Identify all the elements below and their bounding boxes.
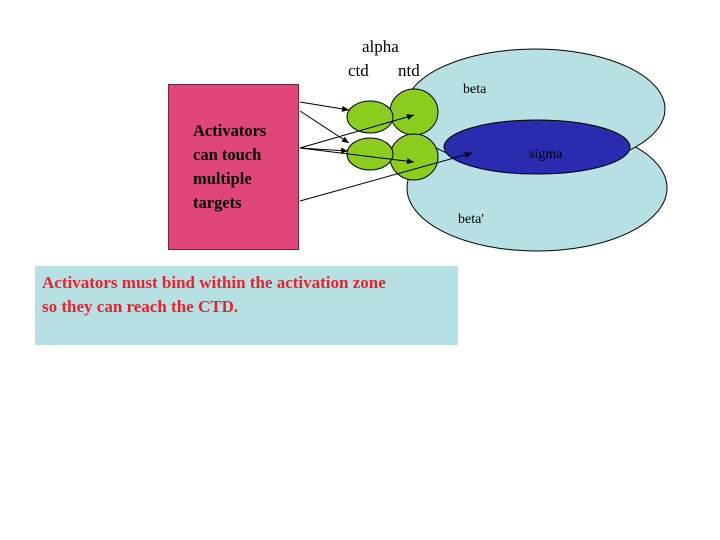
activator-caption: Activators can touch multiple targets	[193, 119, 297, 215]
ctd-label: ctd	[348, 61, 369, 80]
note-line: so they can reach the CTD.	[42, 297, 239, 316]
activator-arrows	[299, 101, 473, 202]
sigma-factor	[443, 119, 631, 175]
sigma-label: sigma	[529, 147, 563, 162]
beta-prime-label: beta'	[458, 212, 484, 227]
activator-caption-line: targets	[193, 193, 242, 212]
alpha-ntd-lower	[389, 133, 439, 181]
beta-label: beta	[463, 82, 487, 97]
note-line: Activators must bind within the activati…	[42, 273, 386, 292]
alpha-ctd-upper	[346, 100, 394, 134]
note-box: Activators must bind within the activati…	[35, 266, 458, 345]
ntd-label: ntd	[398, 61, 420, 80]
alpha-ntd-upper	[389, 88, 439, 136]
arrow-to-sigma	[299, 151, 473, 202]
activator-caption-line: can touch	[193, 145, 262, 164]
note-text: Activators must bind within the activati…	[42, 271, 451, 319]
arrow-to-ctd-upper	[299, 101, 350, 112]
arrow-to-ntd-upper	[299, 114, 415, 149]
activator-caption-line: Activators	[193, 121, 267, 140]
arrow-to-ntd-lower	[299, 147, 415, 165]
activator-caption-line: multiple	[193, 169, 252, 188]
alpha-label: alpha	[362, 37, 399, 56]
arrow-to-ctd-lower	[299, 110, 350, 144]
activator-box	[168, 84, 299, 250]
alpha-ctd-lower	[346, 137, 394, 171]
